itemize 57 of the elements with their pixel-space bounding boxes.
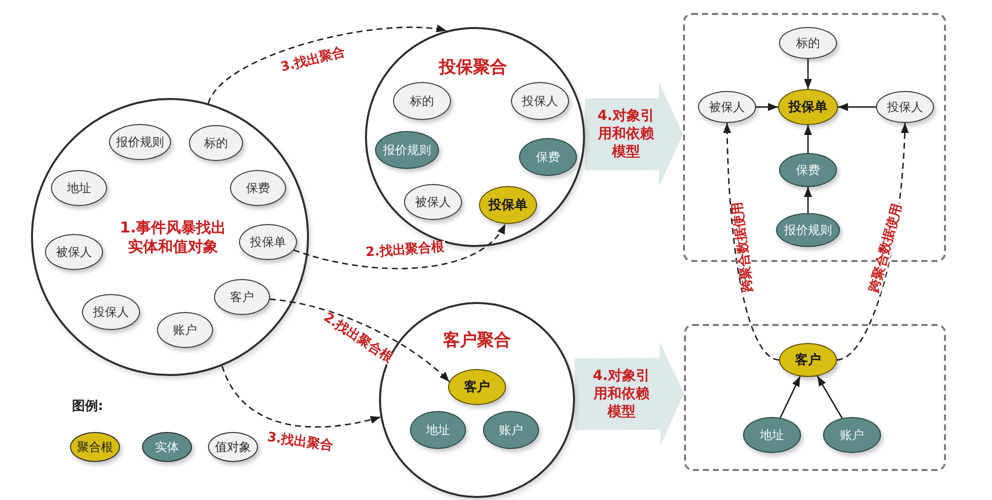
candidate-oval: 地址 <box>51 170 107 206</box>
dashed-arrow <box>208 25 447 104</box>
candidate-oval: 账户 <box>157 312 213 348</box>
entity-oval: 地址 <box>743 417 801 453</box>
aggregate-root-oval: 投保单 <box>778 89 838 125</box>
value-object-oval: 投保人 <box>876 91 934 123</box>
group-title: 投保聚合 <box>439 57 507 79</box>
edge-label: 2.找出聚合根 <box>320 310 396 366</box>
group-title: 1.事件风暴找出实体和值对象 <box>118 218 228 256</box>
edge-label: 跨聚合数据使用 <box>868 201 904 295</box>
dashed-arrow <box>221 366 381 428</box>
edge-label: 2.找出聚合根 <box>364 240 446 260</box>
block-arrow <box>574 342 684 446</box>
value-object-oval: 被保人 <box>404 184 462 220</box>
entity-oval: 报价规则 <box>375 131 439 169</box>
candidate-oval: 投保单 <box>239 224 297 260</box>
entity-oval: 账户 <box>483 411 539 449</box>
group-title: 客户聚合 <box>443 330 511 352</box>
arrow <box>804 187 812 213</box>
legend-key: 值对象 <box>208 432 258 462</box>
dashed-frame <box>684 324 946 471</box>
block-arrow-label: 4.对象引用和依赖模型 <box>596 107 656 162</box>
arrow <box>780 376 801 418</box>
entity-oval: 账户 <box>823 417 881 453</box>
value-object-oval: 投保人 <box>511 82 569 120</box>
dashed-arrow <box>270 298 450 382</box>
aggregate-root-oval: 客户 <box>448 369 506 405</box>
dashed-arrow <box>294 224 506 270</box>
arrow <box>804 125 812 153</box>
candidate-oval: 标的 <box>189 125 243 161</box>
legend-key: 实体 <box>142 432 192 462</box>
arrow <box>816 376 843 418</box>
aggregate-circle <box>31 98 309 376</box>
entity-oval: 地址 <box>410 411 466 449</box>
aggregate-root-oval: 投保单 <box>479 186 537 224</box>
value-object-oval: 标的 <box>779 27 837 59</box>
entity-oval: 保费 <box>519 138 577 176</box>
entity-oval: 保费 <box>779 153 837 187</box>
block-arrow-label: 4.对象引用和依赖模型 <box>592 367 651 422</box>
edge-label: 3.找出聚合 <box>265 430 335 454</box>
entity-oval: 报价规则 <box>776 213 840 247</box>
aggregate-root-oval: 客户 <box>779 343 837 377</box>
dashed-arrow <box>723 122 780 361</box>
arrow <box>756 103 778 111</box>
candidate-oval: 报价规则 <box>109 124 171 160</box>
value-object-oval: 被保人 <box>698 91 756 123</box>
edge-label: 跨聚合数据使用 <box>730 200 756 294</box>
candidate-oval: 客户 <box>214 279 270 315</box>
value-object-oval: 标的 <box>393 82 451 120</box>
arrow <box>838 103 876 111</box>
candidate-oval: 投保人 <box>82 294 140 330</box>
candidate-oval: 保费 <box>230 170 286 206</box>
legend-heading: 图例: <box>72 398 104 415</box>
legend-key: 聚合根 <box>70 432 120 462</box>
candidate-oval: 被保人 <box>45 234 103 270</box>
block-arrow <box>585 82 683 186</box>
arrow <box>804 59 812 89</box>
